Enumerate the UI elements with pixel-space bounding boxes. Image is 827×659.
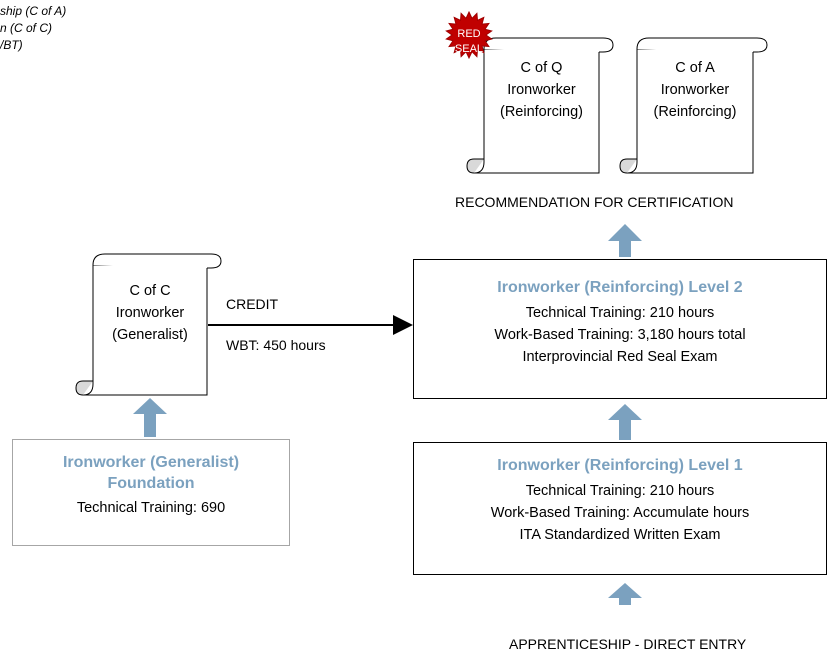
level2-line-1: Technical Training: 210 hours bbox=[525, 305, 715, 321]
level2-box: Ironworker (Reinforcing) Level 2 Technic… bbox=[413, 259, 827, 399]
level1-line-2: Work-Based Training: Accumulate hours bbox=[490, 505, 750, 521]
legend-coa: ship (C of A) bbox=[0, 4, 67, 18]
level1-line-1: Technical Training: 210 hours bbox=[525, 483, 715, 499]
level1-title: Ironworker (Reinforcing) Level 1 bbox=[497, 457, 743, 474]
legend-wbt: /BT) bbox=[0, 38, 23, 52]
coq-line-3: (Reinforcing) bbox=[500, 104, 583, 120]
level2-line-2: Work-Based Training: 3,180 hours total bbox=[494, 327, 746, 343]
coa-line-3: (Reinforcing) bbox=[653, 104, 737, 120]
foundation-box: Ironworker (Generalist) Foundation Techn… bbox=[12, 439, 290, 546]
scroll-coc bbox=[75, 253, 222, 396]
coc-certificate-text: C of C Ironworker (Generalist) bbox=[93, 280, 207, 346]
credit-wbt-label: WBT: 450 hours bbox=[226, 337, 326, 353]
coq-line-2: Ironworker bbox=[507, 82, 576, 98]
arrow-entry-to-level1-icon bbox=[608, 583, 642, 605]
coa-line-1: C of A bbox=[675, 60, 715, 76]
level1-box: Ironworker (Reinforcing) Level 1 Technic… bbox=[413, 442, 827, 575]
coa-certificate-text: C of A Ironworker (Reinforcing) bbox=[637, 57, 753, 123]
red-seal-line-2: SEAL bbox=[454, 43, 484, 55]
arrow-level2-to-certification-icon bbox=[608, 224, 642, 257]
coc-line-1: C of C bbox=[129, 283, 171, 299]
arrow-foundation-to-coc-icon bbox=[133, 398, 167, 437]
scroll-coq bbox=[466, 37, 614, 174]
arrow-level1-to-level2-icon bbox=[608, 404, 642, 440]
coq-certificate-text: C of Q Ironworker (Reinforcing) bbox=[484, 57, 599, 123]
coa-line-2: Ironworker bbox=[660, 82, 730, 98]
red-seal-label: RED SEAL bbox=[449, 27, 489, 57]
recommendation-label: RECOMMENDATION FOR CERTIFICATION bbox=[455, 194, 734, 210]
scroll-coa bbox=[619, 37, 768, 174]
red-seal-icon bbox=[445, 10, 493, 60]
level2-line-3: Interprovincial Red Seal Exam bbox=[522, 349, 718, 365]
up-arrows bbox=[133, 224, 642, 605]
foundation-training: Technical Training: 690 bbox=[76, 500, 226, 516]
foundation-title-line-1: Ironworker (Generalist) bbox=[62, 454, 240, 471]
coc-line-3: (Generalist) bbox=[112, 327, 188, 343]
foundation-title-line-2: Foundation bbox=[107, 475, 195, 492]
level2-title: Ironworker (Reinforcing) Level 2 bbox=[497, 279, 743, 296]
entry-label: APPRENTICESHIP - DIRECT ENTRY bbox=[509, 636, 747, 652]
level1-line-3: ITA Standardized Written Exam bbox=[519, 527, 721, 543]
red-seal-line-1: RED bbox=[457, 28, 481, 40]
legend-coc: n (C of C) bbox=[0, 21, 53, 35]
credit-label: CREDIT bbox=[226, 296, 279, 312]
coq-line-1: C of Q bbox=[520, 60, 563, 76]
coc-line-2: Ironworker bbox=[115, 305, 185, 321]
